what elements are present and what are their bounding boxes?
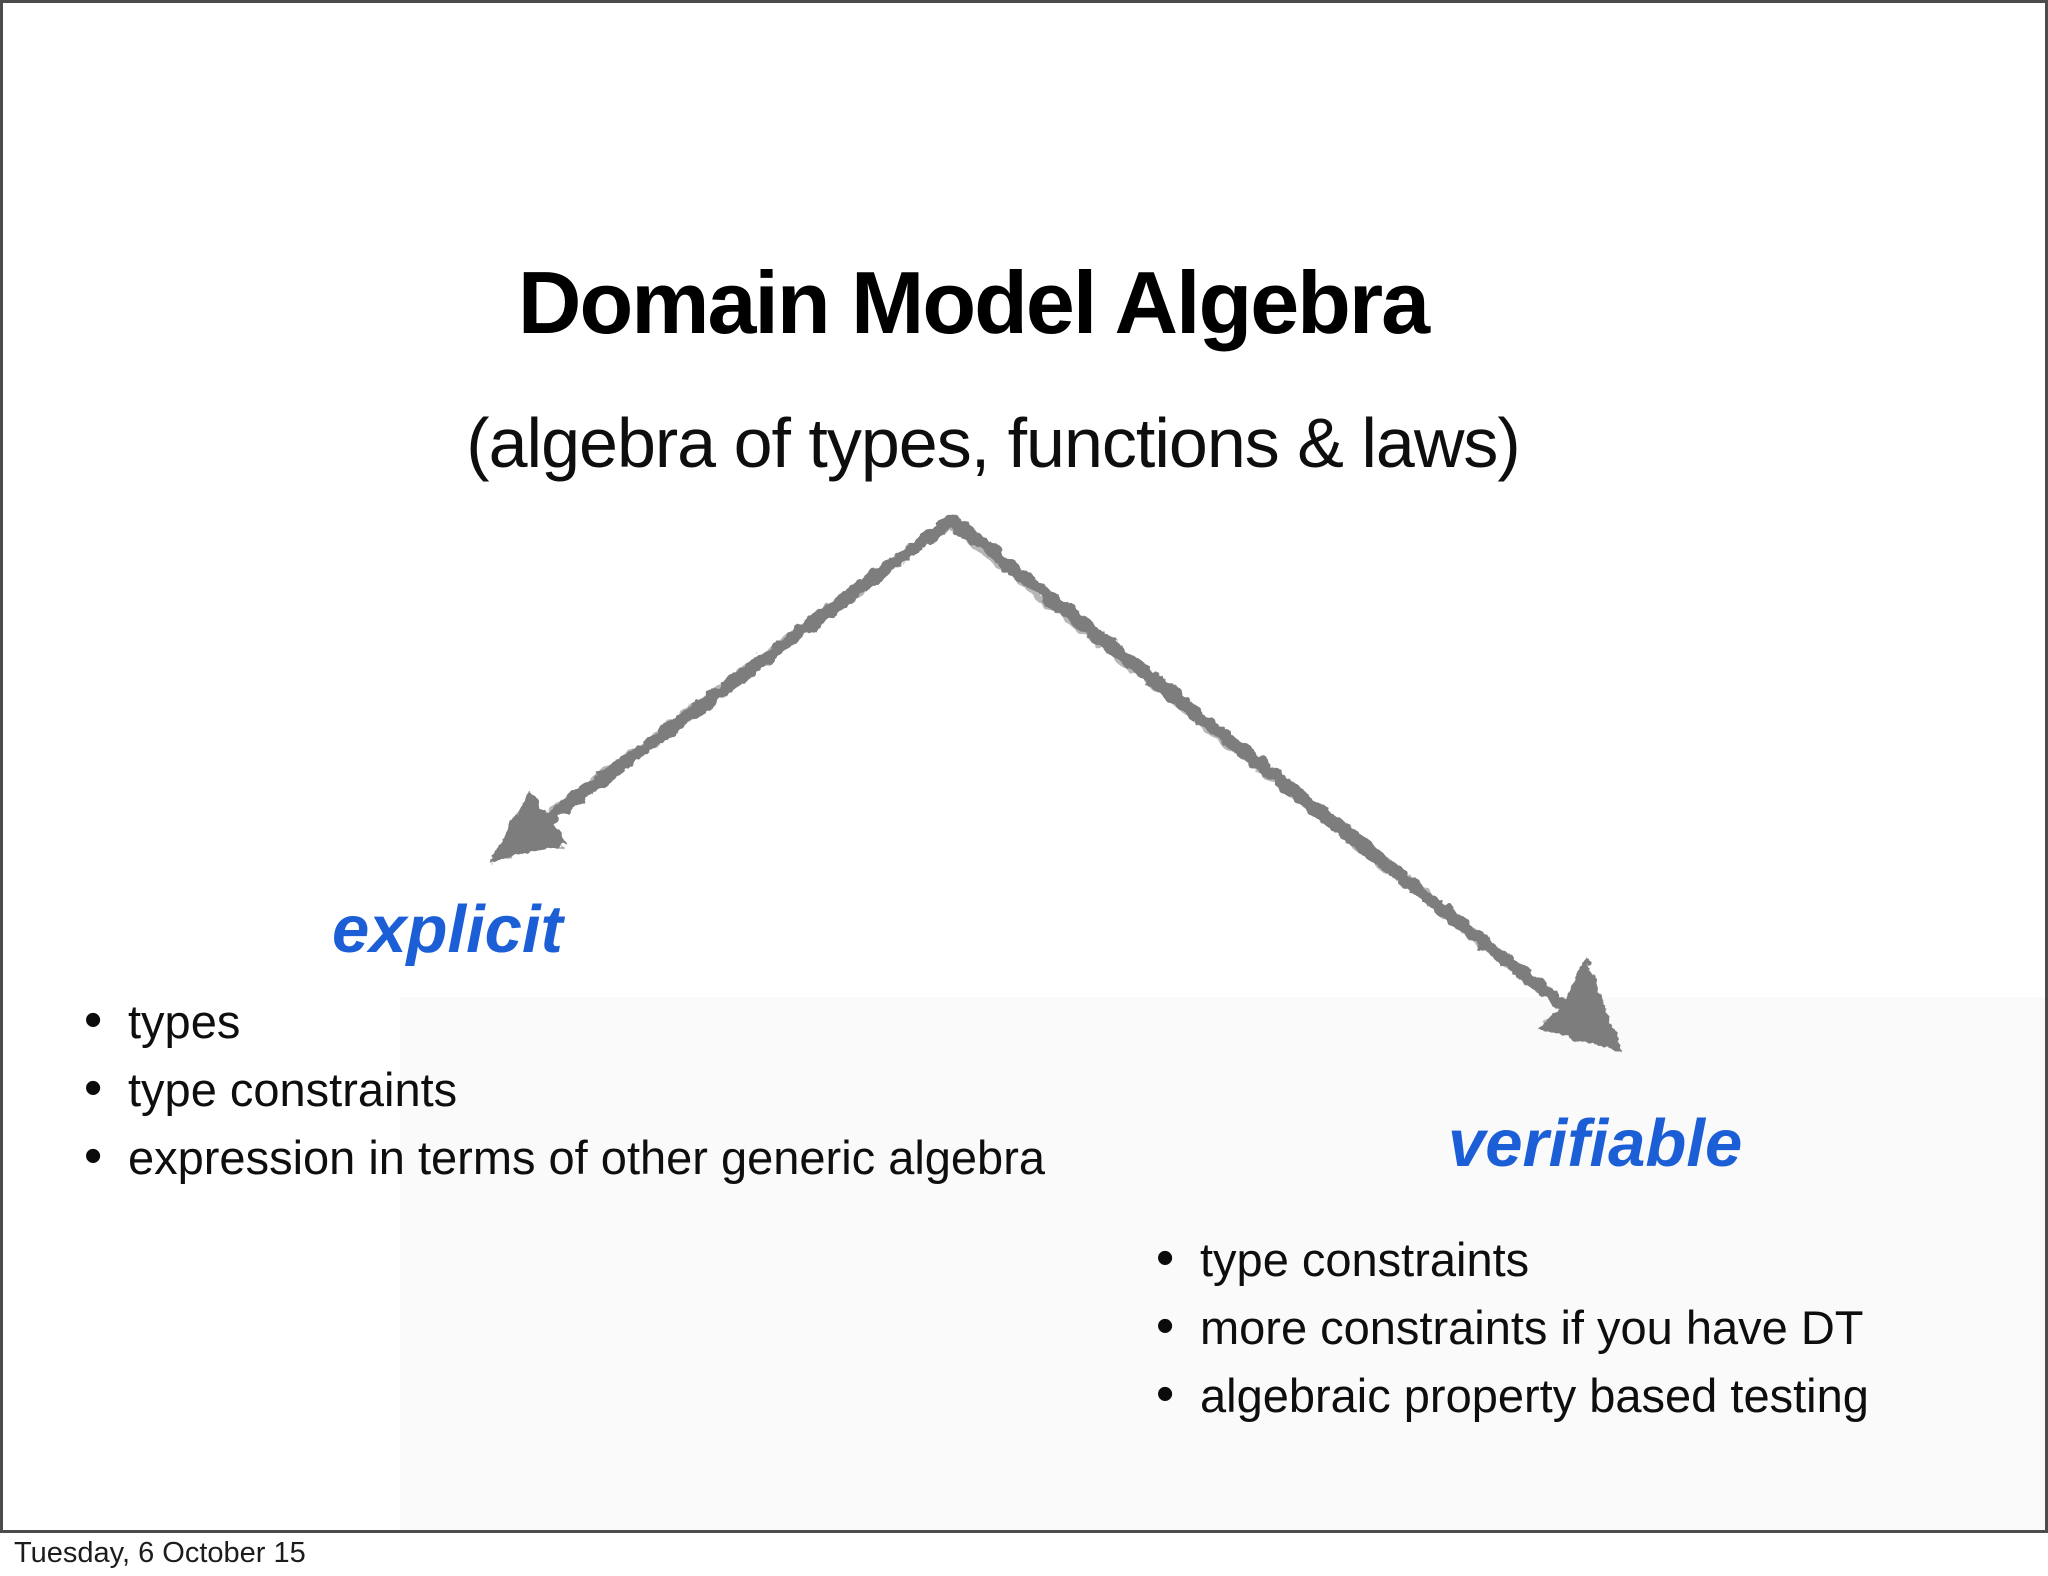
list-item: types (84, 986, 1045, 1056)
list-item: algebraic property based testing (1156, 1360, 1869, 1430)
list-item: type constraints (1156, 1224, 1869, 1294)
explicit-label: explicit (332, 892, 563, 967)
explicit-bullet-list: types type constraints expression in ter… (84, 986, 1045, 1192)
slide-subtitle: (algebra of types, functions & laws) (466, 404, 1520, 482)
list-item: type constraints (84, 1054, 1045, 1124)
list-item: expression in terms of other generic alg… (84, 1122, 1045, 1192)
left-arrowhead-icon (491, 792, 568, 862)
right-arrow (548, 520, 1557, 1000)
slide-title: Domain Model Algebra (517, 252, 1430, 352)
verifiable-label: verifiable (1448, 1106, 1743, 1181)
verifiable-bullet-list: type constraints more constraints if you… (1156, 1224, 1869, 1430)
list-item: more constraints if you have DT (1156, 1292, 1869, 1362)
left-arrow (541, 513, 1566, 1009)
left-arrowhead-texture (495, 797, 564, 857)
footer-date: Tuesday, 6 October 15 (14, 1537, 306, 1569)
